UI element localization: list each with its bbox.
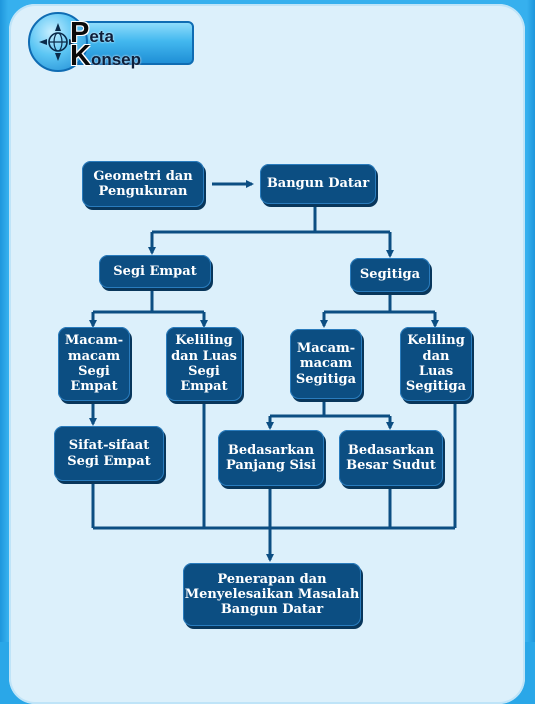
- node-bedasarkan-panjang-sisi: Bedasarkan Panjang Sisi: [218, 430, 324, 486]
- badge-title-line2: Konsep: [70, 42, 141, 71]
- node-keliling-dan-luas-segi-empat: Keliling dan Luas Segi Empat: [166, 327, 242, 401]
- node-sifat-sifaat-segi-empat: Sifat-sifaat Segi Empat: [54, 426, 164, 481]
- node-bedasarkan-besar-sudut: Bedasarkan Besar Sudut: [339, 430, 443, 486]
- badge-initial-k: K: [70, 40, 91, 72]
- badge-initial-p: P: [70, 17, 90, 49]
- badge-globe: [28, 12, 88, 72]
- concept-map-connectors: [89, 180, 457, 562]
- node-geometri-dan-pengukuran: Geometri dan Pengukuran: [82, 161, 204, 207]
- badge-word-onsep: onsep: [90, 50, 142, 69]
- node-macam-macam-segi-empat: Macam- macam Segi Empat: [58, 327, 130, 401]
- node-macam-macam-segitiga: Macam- macam Segitiga: [290, 329, 362, 399]
- badge-word-eta: eta: [89, 27, 114, 46]
- node-segitiga: Segitiga: [350, 258, 430, 292]
- node-bangun-datar: Bangun Datar: [260, 164, 376, 204]
- node-keliling-dan-luas-segitiga: Keliling dan Luas Segitiga: [400, 327, 472, 401]
- compass-rose-icon: [39, 23, 77, 61]
- node-segi-empat: Segi Empat: [99, 255, 211, 288]
- badge-title-line1: Peta: [70, 19, 114, 48]
- node-penerapan-dan-menyelesaikan-masalah: Penerapan dan Menyelesaikan Masalah Bang…: [183, 563, 361, 626]
